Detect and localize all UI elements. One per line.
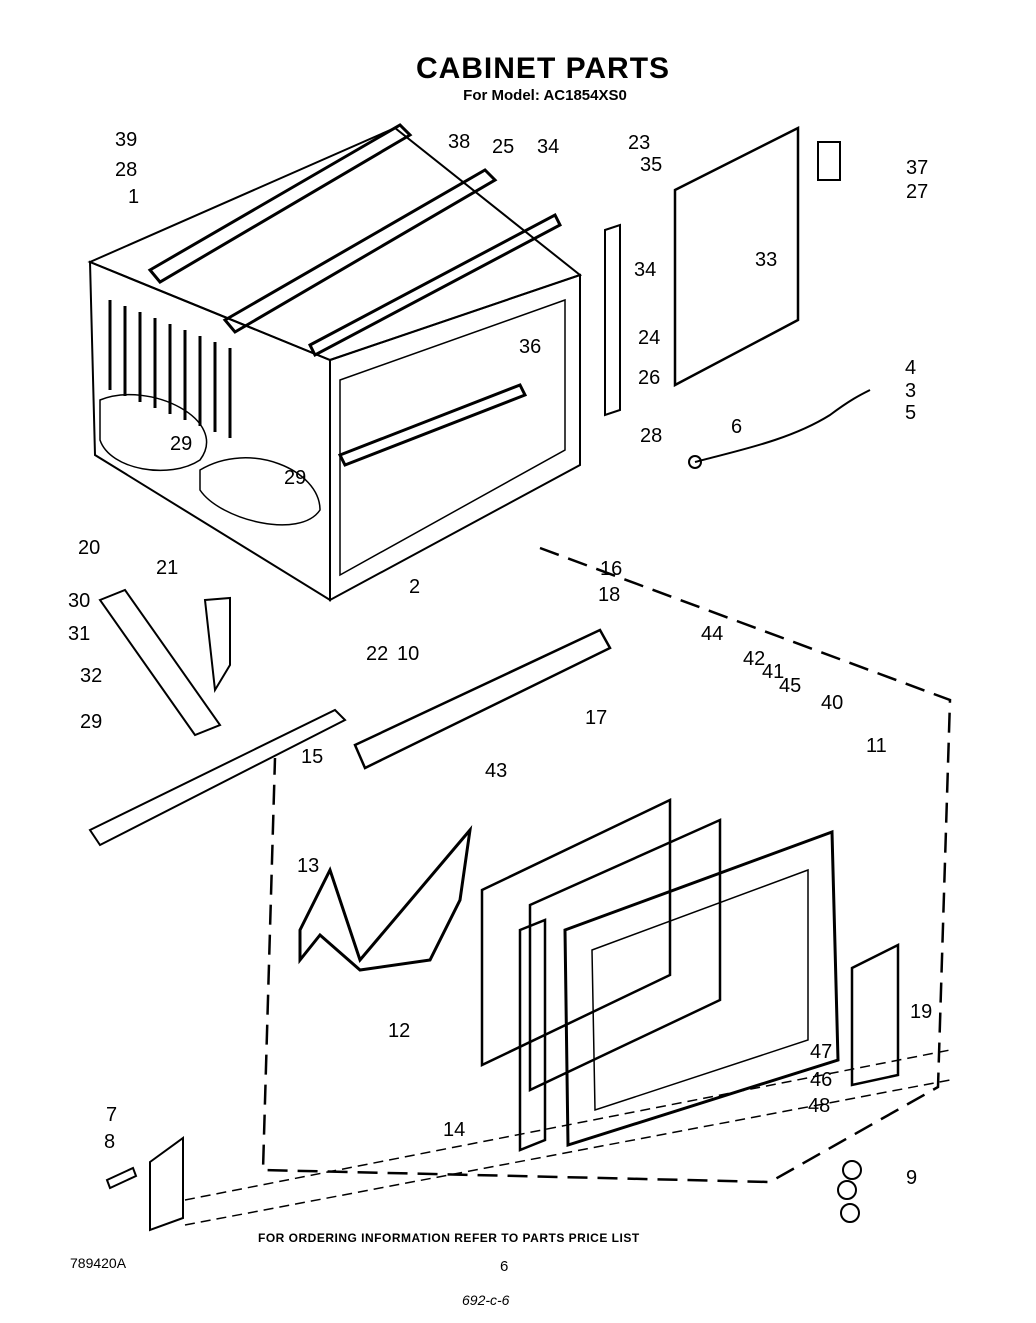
callout-14: 14 bbox=[443, 1119, 466, 1141]
callout-27: 27 bbox=[906, 181, 929, 203]
callout-40: 40 bbox=[821, 692, 844, 714]
callout-36: 36 bbox=[519, 336, 542, 358]
callout-43: 43 bbox=[485, 760, 508, 782]
callout-20: 20 bbox=[78, 537, 101, 559]
callout-7: 7 bbox=[106, 1104, 118, 1126]
callout-15: 15 bbox=[301, 746, 324, 768]
callout-25: 25 bbox=[492, 136, 515, 158]
ground-wire bbox=[688, 389, 871, 469]
callout-9: 9 bbox=[906, 1167, 918, 1189]
callout-32: 32 bbox=[80, 665, 103, 687]
callout-21: 21 bbox=[156, 557, 179, 579]
callout-23: 23 bbox=[628, 132, 651, 154]
callout-4: 4 bbox=[905, 357, 917, 379]
callout-19: 19 bbox=[910, 1001, 933, 1023]
callout-48: 48 bbox=[808, 1095, 831, 1117]
callout-30: 30 bbox=[68, 590, 91, 612]
callout-46: 46 bbox=[810, 1069, 833, 1091]
callout-5: 5 bbox=[905, 402, 917, 424]
callout-10: 10 bbox=[397, 643, 420, 665]
callout-24: 24 bbox=[638, 327, 661, 349]
callout-17: 17 bbox=[585, 707, 608, 729]
handwritten-code: 692-c-6 bbox=[462, 1292, 510, 1308]
callout-35: 35 bbox=[640, 154, 663, 176]
callout-16: 16 bbox=[600, 558, 623, 580]
callout-37: 37 bbox=[906, 157, 929, 179]
callout-38: 38 bbox=[448, 131, 471, 153]
callout-41: 41 bbox=[762, 661, 785, 683]
knobs bbox=[837, 1160, 862, 1223]
callout-34b: 34 bbox=[634, 259, 657, 281]
callout-31: 31 bbox=[68, 623, 91, 645]
part-37-block bbox=[817, 141, 841, 181]
model-subtitle: For Model: AC1854XS0 bbox=[463, 87, 627, 104]
callout-39: 39 bbox=[115, 129, 138, 151]
callout-11: 11 bbox=[866, 735, 887, 757]
callout-28b: 28 bbox=[640, 425, 663, 447]
callout-3: 3 bbox=[905, 380, 917, 402]
callout-6: 6 bbox=[731, 416, 743, 438]
support-brackets bbox=[88, 588, 347, 847]
callout-22: 22 bbox=[366, 643, 389, 665]
callout-18: 18 bbox=[598, 584, 621, 606]
callout-45: 45 bbox=[779, 675, 802, 697]
callout-29c: 29 bbox=[80, 711, 103, 733]
callout-13: 13 bbox=[297, 855, 320, 877]
callout-26: 26 bbox=[638, 367, 661, 389]
callout-28: 28 bbox=[115, 159, 138, 181]
page-number: 6 bbox=[500, 1258, 509, 1275]
callout-1: 1 bbox=[128, 186, 140, 208]
cabinet-shell bbox=[87, 126, 583, 602]
side-panel-and-gasket bbox=[604, 125, 800, 417]
callout-8: 8 bbox=[104, 1131, 116, 1153]
callout-29b: 29 bbox=[284, 467, 307, 489]
callout-29a: 29 bbox=[170, 433, 193, 455]
callout-2: 2 bbox=[409, 576, 421, 598]
ordering-note: FOR ORDERING INFORMATION REFER TO PARTS … bbox=[258, 1231, 640, 1245]
page-title: CABINET PARTS bbox=[415, 52, 671, 85]
callout-34: 34 bbox=[537, 136, 560, 158]
callout-47: 47 bbox=[810, 1041, 833, 1063]
rails bbox=[147, 123, 562, 467]
callout-44: 44 bbox=[701, 623, 724, 645]
drawing-number: 789420A bbox=[70, 1255, 127, 1271]
callout-12: 12 bbox=[388, 1020, 411, 1042]
callout-42: 42 bbox=[743, 648, 766, 670]
callout-33: 33 bbox=[755, 249, 778, 271]
